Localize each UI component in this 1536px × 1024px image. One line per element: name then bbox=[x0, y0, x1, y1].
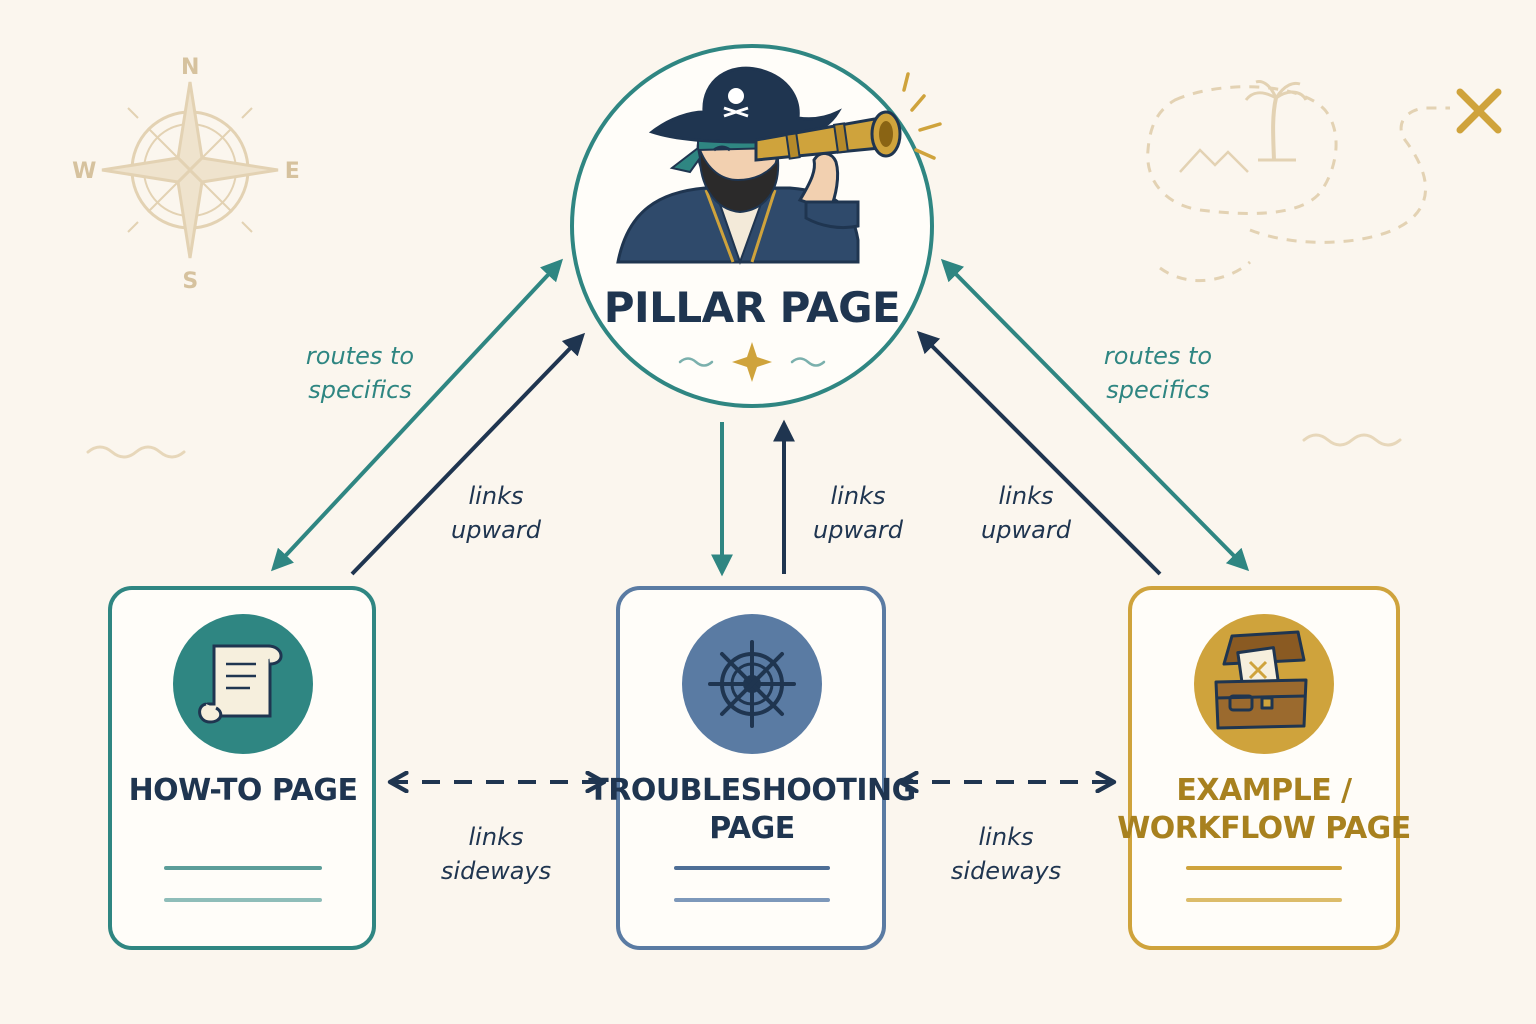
arrow-upward-right bbox=[916, 330, 1162, 576]
ship-wheel-icon bbox=[708, 640, 796, 728]
how-to-page-title: HOW-TO PAGE bbox=[129, 773, 358, 808]
label-routes-left: routes to specifics bbox=[306, 342, 414, 404]
x-mark-icon bbox=[1456, 88, 1502, 134]
example-workflow-page-title-line2: WORKFLOW PAGE bbox=[1117, 811, 1411, 846]
svg-text:routes to: routes to bbox=[1104, 342, 1212, 370]
compass-east-label: E bbox=[285, 159, 300, 184]
connector-arrows bbox=[270, 258, 1250, 782]
svg-text:routes to: routes to bbox=[306, 342, 414, 370]
svg-text:specifics: specifics bbox=[1106, 376, 1210, 404]
svg-text:upward: upward bbox=[981, 516, 1072, 544]
troubleshooting-page-title: TROUBLESHOOTING bbox=[588, 773, 915, 808]
scroll-icon bbox=[198, 644, 283, 724]
arrow-routes-right bbox=[940, 258, 1250, 572]
troubleshooting-page-title-line2: PAGE bbox=[709, 811, 795, 846]
svg-text:links: links bbox=[999, 482, 1054, 510]
svg-text:links: links bbox=[979, 823, 1034, 851]
svg-text:upward: upward bbox=[813, 516, 904, 544]
label-upward-left: links upward bbox=[451, 482, 542, 544]
example-workflow-page-card[interactable]: EXAMPLE / WORKFLOW PAGE bbox=[1117, 586, 1411, 950]
svg-text:sideways: sideways bbox=[951, 857, 1061, 885]
svg-text:specifics: specifics bbox=[308, 376, 412, 404]
wave-decoration-left-icon bbox=[86, 445, 186, 459]
compass-south-label: S bbox=[182, 269, 197, 294]
arrow-upward-left bbox=[350, 332, 586, 576]
svg-text:sideways: sideways bbox=[441, 857, 551, 885]
pirate-spyglass-icon bbox=[616, 66, 942, 265]
label-sideways-left: links sideways bbox=[441, 823, 551, 885]
treasure-map-icon bbox=[1146, 80, 1450, 282]
how-to-page-card[interactable]: HOW-TO PAGE bbox=[108, 586, 376, 950]
label-sideways-right: links sideways bbox=[951, 823, 1061, 885]
pillar-page-node[interactable]: PILLAR PAGE bbox=[570, 44, 942, 408]
svg-text:upward: upward bbox=[451, 516, 542, 544]
label-upward-right: links upward bbox=[981, 482, 1072, 544]
compass-north-label: N bbox=[181, 55, 199, 80]
label-upward-center: links upward bbox=[813, 482, 904, 544]
svg-text:links: links bbox=[469, 823, 524, 851]
compass-rose-icon bbox=[101, 81, 279, 259]
svg-text:links: links bbox=[469, 482, 524, 510]
pillar-page-title: PILLAR PAGE bbox=[604, 283, 901, 332]
arrow-routes-left bbox=[270, 258, 564, 572]
troubleshooting-page-card[interactable]: TROUBLESHOOTING PAGE bbox=[588, 586, 916, 950]
wave-decoration-right-icon bbox=[1302, 433, 1402, 447]
compass-star-ornament-icon bbox=[678, 342, 826, 382]
svg-text:links: links bbox=[831, 482, 886, 510]
example-workflow-page-title: EXAMPLE / bbox=[1176, 773, 1352, 808]
compass-west-label: W bbox=[72, 159, 96, 184]
label-routes-right: routes to specifics bbox=[1104, 342, 1212, 404]
treasure-chest-icon bbox=[1214, 630, 1308, 730]
